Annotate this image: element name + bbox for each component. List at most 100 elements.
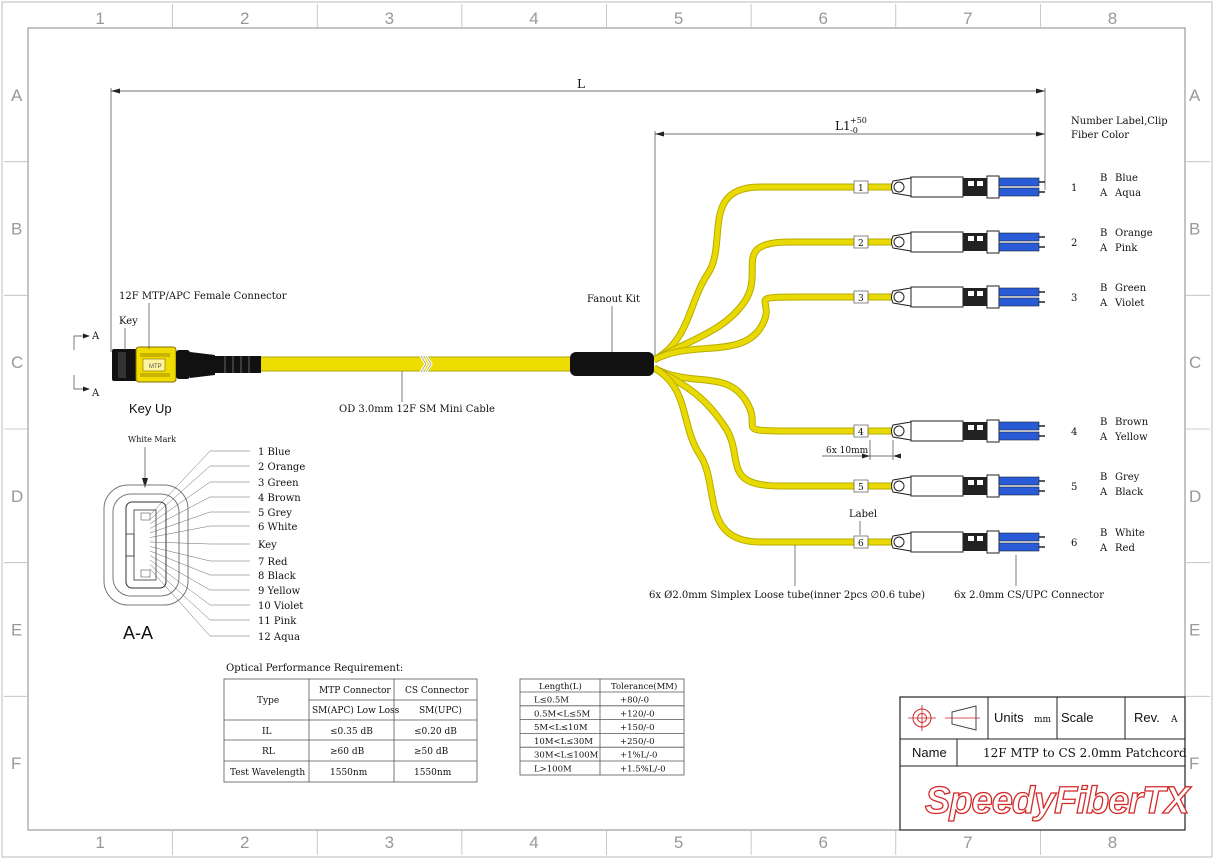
- grid-col-bottom: 1: [95, 833, 104, 852]
- grid-row-left: C: [11, 353, 23, 372]
- spacing-label: 6x 10mm: [826, 446, 869, 456]
- key-callout: Key: [119, 316, 138, 327]
- connector-number: 4: [1071, 427, 1077, 438]
- connector-a-color: Aqua: [1114, 188, 1141, 199]
- connector-b-color: Brown: [1115, 417, 1149, 428]
- units-label: Units: [994, 710, 1024, 725]
- connector-b-letter: B: [1100, 173, 1107, 184]
- grid-row-left: A: [11, 86, 23, 105]
- grid-row-right: A: [1189, 86, 1201, 105]
- section-view: White Mark A-A: [103, 435, 250, 643]
- section-mark-bottom: A: [73, 375, 100, 399]
- optical-row-mtp: ≤0.35 dB: [330, 727, 373, 737]
- rev-value: A: [1170, 715, 1178, 725]
- fiber-label-tag: 1: [858, 184, 864, 194]
- fiber-list-item: 9 Yellow: [258, 586, 301, 597]
- connector-a-color: Violet: [1114, 298, 1144, 309]
- grid-row-left: F: [11, 754, 21, 773]
- optical-col-mtp: MTP Connector: [319, 686, 391, 696]
- grid-col-top: 7: [963, 9, 972, 28]
- cable-callout: OD 3.0mm 12F SM Mini Cable: [339, 404, 495, 415]
- optical-row-name: Test Wavelength: [230, 768, 305, 778]
- tolerance-col-length: Length(L): [539, 681, 582, 692]
- fiber-branch: [652, 365, 893, 545]
- fiber-list-item: 5 Grey: [258, 508, 292, 519]
- fiber-color-note: Fiber Color: [1071, 130, 1129, 141]
- mtp-connector: MTP: [112, 346, 261, 383]
- fanout-kit: [570, 352, 654, 376]
- connector-a-letter: A: [1099, 432, 1108, 443]
- section-mark-top: A: [73, 331, 100, 350]
- grid-col-bottom: 3: [385, 833, 394, 852]
- optical-row-mtp: 1550nm: [330, 768, 368, 778]
- grid-col-top: 3: [385, 9, 394, 28]
- connector-b-letter: B: [1100, 228, 1107, 239]
- grid-col-bottom: 2: [240, 833, 249, 852]
- name-label: Name: [912, 745, 947, 760]
- company-logo: SpeedyFiberTX: [925, 780, 1192, 822]
- tolerance-row-length: 30M<L≤100M: [534, 751, 599, 761]
- connector-b-color: White: [1115, 528, 1145, 539]
- tolerance-row-tol: +80/-0: [620, 696, 649, 706]
- section-mark-top-label: A: [91, 331, 100, 342]
- fiber-label-tag: 2: [858, 239, 864, 249]
- mtp-connector-callout: 12F MTP/APC Female Connector: [119, 291, 287, 302]
- connector-b-letter: B: [1100, 417, 1107, 428]
- grid-row-right: B: [1189, 220, 1200, 239]
- fiber-list-item: Key: [258, 540, 277, 551]
- optical-col-cs: CS Connector: [405, 686, 469, 696]
- l1-label: L1: [835, 119, 851, 133]
- projection-symbol-icon: [908, 705, 980, 731]
- fiber-label-tag: 6: [858, 539, 864, 549]
- fiber-branch: [652, 294, 893, 363]
- key-up-label: Key Up: [129, 401, 172, 416]
- connector-a-color: Yellow: [1114, 432, 1148, 443]
- tolerance-table: Length(L) Tolerance(MM) L≤0.5M+80/-00.5M…: [519, 678, 685, 776]
- optical-performance-table: Optical Performance Requirement: Type MT…: [223, 663, 478, 783]
- connector-a-color: Black: [1115, 487, 1144, 498]
- tolerance-row-length: 5M<L≤10M: [534, 723, 588, 733]
- connector-a-letter: A: [1099, 243, 1108, 254]
- connector-b-letter: B: [1100, 528, 1107, 539]
- connector-a-color: Pink: [1115, 243, 1138, 254]
- grid-col-top: 4: [529, 9, 538, 28]
- title-block: Units mm Scale Rev. A Name 12F MTP to CS…: [899, 696, 1194, 831]
- optical-row-cs: ≥50 dB: [414, 747, 449, 757]
- grid-col-top: 2: [240, 9, 249, 28]
- grid-col-top: 6: [818, 9, 827, 28]
- fiber-list-item: 6 White: [258, 522, 297, 533]
- connector-a-letter: A: [1099, 543, 1108, 554]
- connector-number: 3: [1071, 293, 1077, 304]
- tolerance-row-tol: +1%L/-0: [620, 751, 657, 761]
- grid-row-right: E: [1189, 621, 1200, 640]
- optical-row-name: RL: [262, 747, 275, 757]
- fiber-list-item: 4 Brown: [258, 493, 301, 504]
- grid-row-right: D: [1189, 487, 1201, 506]
- length-label: L: [577, 77, 585, 91]
- scale-label: Scale: [1061, 710, 1094, 725]
- tolerance-row-length: L>100M: [534, 765, 572, 775]
- connector-a-color: Red: [1115, 543, 1135, 554]
- connector-b-color: Blue: [1115, 173, 1138, 184]
- main-cable: [259, 355, 576, 373]
- connector-a-letter: A: [1099, 188, 1108, 199]
- connector-a-letter: A: [1099, 487, 1108, 498]
- grid-col-bottom: 5: [674, 833, 683, 852]
- grid-row-right: F: [1189, 754, 1199, 773]
- connector-a-letter: A: [1099, 298, 1108, 309]
- grid-row-left: E: [11, 621, 22, 640]
- fiber-list-item: 7 Red: [258, 557, 288, 568]
- optical-row-mtp: ≥60 dB: [330, 747, 365, 757]
- fiber-branch: [652, 365, 893, 434]
- l1-tol-lower: -0: [850, 126, 858, 135]
- dimension-L1: L1 +50 -0: [654, 116, 1045, 360]
- connector-b-color: Grey: [1115, 472, 1140, 483]
- fiber-list-item: 1 Blue: [258, 447, 291, 458]
- grid-col-top: 8: [1108, 9, 1117, 28]
- tolerance-row-tol: +1.5%L/-0: [620, 765, 666, 775]
- fiber-list-item: 10 Violet: [258, 601, 303, 612]
- grid-col-bottom: 8: [1108, 833, 1117, 852]
- tolerance-row-length: L≤0.5M: [534, 696, 569, 706]
